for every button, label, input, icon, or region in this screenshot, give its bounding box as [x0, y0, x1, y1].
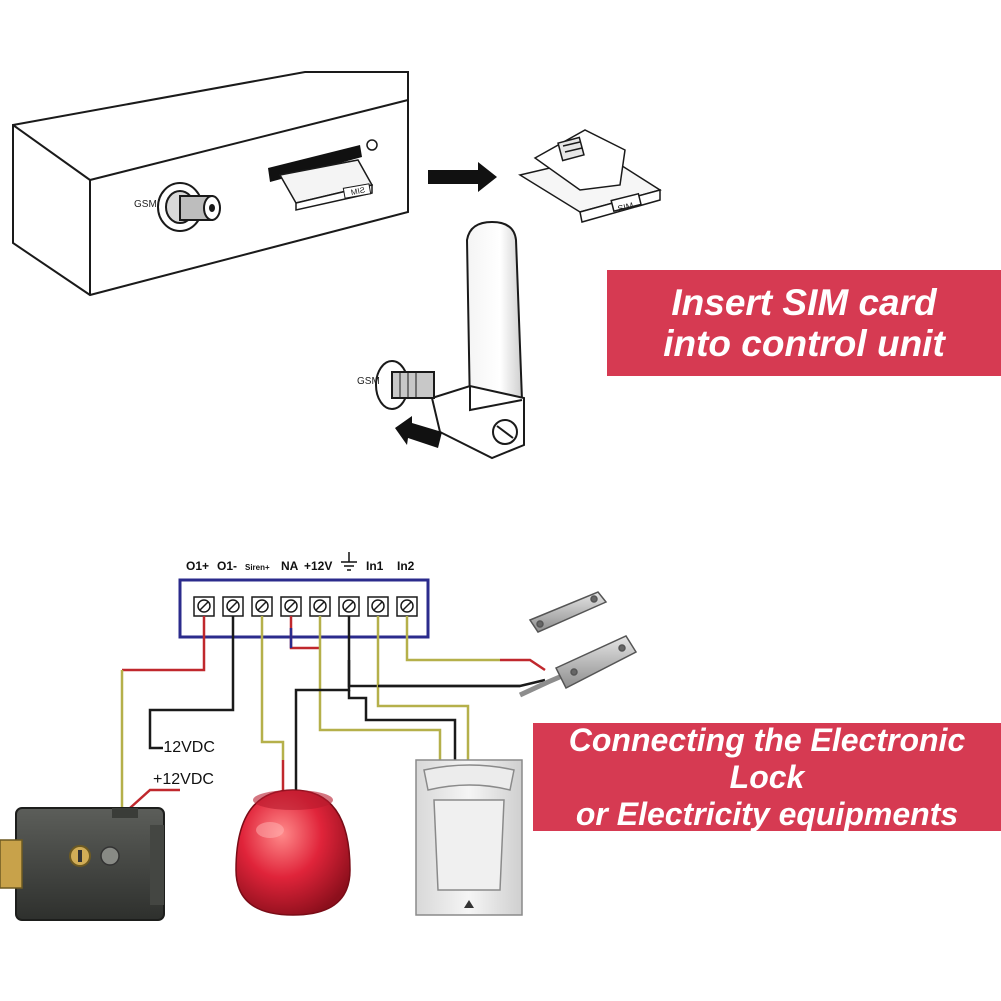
wire-plus12v: [318, 616, 442, 760]
antenna-connector: [375, 360, 435, 410]
sim-card-label: SIM: [617, 200, 635, 214]
terminal-screw: [309, 596, 331, 617]
terminal-screws: [193, 596, 418, 617]
sim-slot: [268, 139, 378, 211]
control-unit-box: [12, 71, 409, 297]
wire-o1-plus: [122, 616, 206, 672]
terminal-label: +12V: [304, 559, 332, 573]
terminal-screw: [251, 596, 273, 617]
sim-slot-label: SIM: [350, 185, 366, 197]
wire-in2: [405, 616, 500, 662]
wire-gnd-sensor: [347, 660, 520, 688]
sim-card-tray: [518, 129, 662, 223]
terminal-label: In1: [366, 559, 384, 573]
siren: [235, 789, 351, 916]
terminal-screw: [280, 596, 302, 617]
gsm-label: GSM: [134, 199, 157, 210]
insert-sim-banner: Insert SIM card into control unit: [607, 270, 1001, 376]
wire-in2-red: [500, 658, 546, 672]
plus-12vdc-label: +12VDC: [153, 771, 214, 788]
banner-line: Connecting the Electronic Lock: [568, 721, 966, 795]
wire-o1-minus: [148, 616, 235, 750]
banner-line: Insert SIM card: [671, 282, 937, 323]
wires: [120, 616, 563, 809]
terminal-screw: [222, 596, 244, 617]
attach-arrow-icon: [395, 416, 442, 448]
wire-sensor-black: [378, 678, 546, 688]
gsm-connector: [157, 182, 221, 232]
wire-siren-plus: [260, 616, 285, 760]
terminal-labels: O1+ O1- Siren+ NA +12V In1 In2: [186, 559, 415, 573]
wire-plus12-to-lock: [129, 788, 180, 809]
terminal-label: Siren+: [245, 563, 270, 572]
terminal-block: [178, 578, 430, 639]
wire-gnd-siren: [294, 616, 351, 792]
terminal-screw: [396, 596, 418, 617]
terminal-screw: [367, 596, 389, 617]
connecting-banner: Connecting the Electronic Lock or Electr…: [533, 721, 1001, 832]
minus-12vdc-label: -12VDC: [158, 739, 215, 756]
gsm-antenna: [430, 220, 525, 460]
insert-arrow-icon: [428, 162, 497, 192]
ground-icon: [341, 552, 357, 571]
banner-line: or Electricity equipments: [575, 795, 959, 832]
wire-sensor-grey: [518, 673, 563, 698]
terminal-screw: [193, 596, 215, 617]
terminal-label: O1-: [217, 559, 237, 573]
terminal-label: O1+: [186, 559, 209, 573]
antenna-gsm-label: GSM: [357, 376, 380, 387]
pir-sensor: [415, 759, 523, 916]
magnetic-sensor: [528, 591, 638, 690]
wire-gnd-pir: [347, 690, 457, 760]
wire-in1: [376, 616, 470, 760]
terminal-label: NA: [281, 559, 299, 573]
banner-line: into control unit: [663, 323, 945, 364]
terminal-label: In2: [397, 559, 415, 573]
terminal-screw: [338, 596, 360, 617]
electronic-lock: [0, 807, 165, 921]
